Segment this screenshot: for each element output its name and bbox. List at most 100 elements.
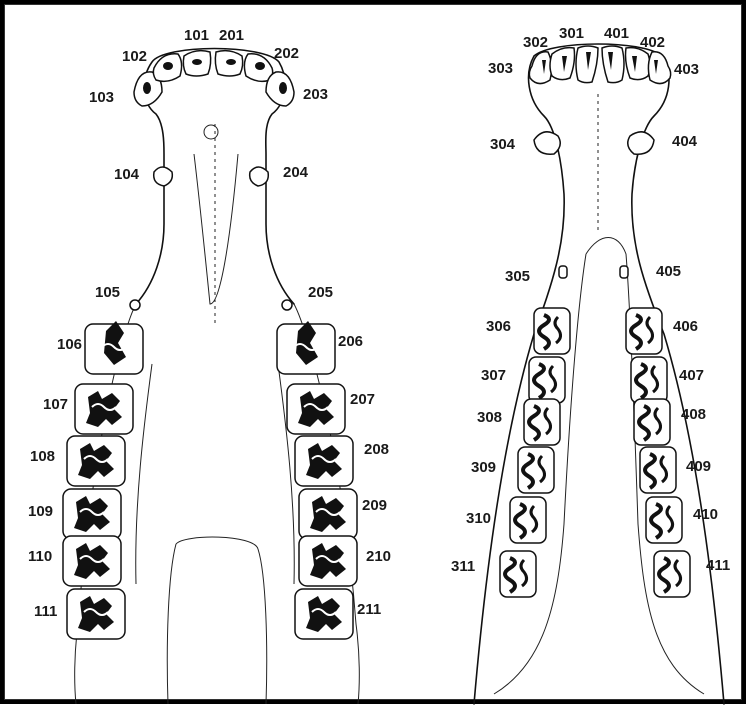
tooth-cheek xyxy=(640,447,676,493)
label-101: 101 xyxy=(184,27,209,44)
tooth-cheek xyxy=(534,308,570,354)
tooth-cheek xyxy=(67,589,125,639)
tooth-incisor xyxy=(550,48,575,80)
upper-incisors xyxy=(134,51,294,106)
label-208: 208 xyxy=(364,441,389,458)
tooth-wolf xyxy=(620,266,628,278)
label-104: 104 xyxy=(114,166,140,183)
label-204: 204 xyxy=(283,164,309,181)
tooth-cheek xyxy=(529,357,565,403)
upper-jaw xyxy=(63,49,359,705)
tooth-cheek xyxy=(63,489,121,539)
label-304: 304 xyxy=(490,136,516,153)
label-311: 311 xyxy=(451,558,475,575)
label-106: 106 xyxy=(57,336,82,353)
label-108: 108 xyxy=(30,448,55,465)
tooth-wolf xyxy=(130,300,140,310)
label-107: 107 xyxy=(43,396,68,413)
lower-incisors xyxy=(529,46,670,84)
tooth-cheek xyxy=(518,447,554,493)
tooth-infundibulum xyxy=(279,82,287,94)
tooth-cheek xyxy=(295,589,353,639)
label-209: 209 xyxy=(362,497,387,514)
label-205: 205 xyxy=(308,284,333,301)
label-110: 110 xyxy=(28,548,52,565)
tooth-incisor xyxy=(648,52,670,84)
tooth-canine xyxy=(628,132,654,154)
tooth-infundibulum xyxy=(226,59,236,65)
tooth-cheek xyxy=(500,551,536,597)
label-406: 406 xyxy=(673,318,698,335)
tooth-infundibulum xyxy=(143,82,151,94)
label-303: 303 xyxy=(488,60,513,77)
label-306: 306 xyxy=(486,318,511,335)
nasal-opening xyxy=(167,537,266,704)
tooth-cheek xyxy=(75,384,133,434)
label-111: 111 xyxy=(34,603,57,620)
label-407: 407 xyxy=(679,367,704,384)
label-409: 409 xyxy=(686,458,711,475)
tooth-cheek xyxy=(85,321,143,374)
incisive-bone xyxy=(194,154,238,304)
label-401: 401 xyxy=(604,25,629,42)
label-307: 307 xyxy=(481,367,506,384)
tooth-canine xyxy=(250,167,269,186)
label-404: 404 xyxy=(672,133,698,150)
tooth-cheek xyxy=(287,384,345,434)
label-410: 410 xyxy=(693,506,718,523)
label-302: 302 xyxy=(523,34,548,51)
tooth-incisor xyxy=(576,46,598,83)
label-211: 211 xyxy=(357,601,381,618)
tooth-cheek xyxy=(510,497,546,543)
lower-left-cheek-arcade xyxy=(500,308,570,597)
tooth-cheek xyxy=(299,536,357,586)
label-403: 403 xyxy=(674,61,699,78)
label-309: 309 xyxy=(471,459,496,476)
label-109: 109 xyxy=(28,503,53,520)
tooth-cheek xyxy=(626,308,662,354)
tooth-labels: 101 102 103 201 202 203 104 204 105 205 … xyxy=(28,25,730,620)
tooth-cheek xyxy=(63,536,121,586)
label-210: 210 xyxy=(366,548,391,565)
label-408: 408 xyxy=(681,406,706,423)
tooth-canine xyxy=(154,167,173,186)
tooth-infundibulum xyxy=(255,62,265,70)
tooth-incisor xyxy=(626,48,651,80)
tooth-incisor xyxy=(529,52,551,84)
label-305: 305 xyxy=(505,268,530,285)
tooth-cheek xyxy=(634,399,670,445)
label-207: 207 xyxy=(350,391,375,408)
label-202: 202 xyxy=(274,45,299,62)
label-402: 402 xyxy=(640,34,665,51)
tooth-infundibulum xyxy=(192,59,202,65)
label-310: 310 xyxy=(466,510,491,527)
label-102: 102 xyxy=(122,48,147,65)
tooth-canine xyxy=(534,132,560,154)
label-203: 203 xyxy=(303,86,328,103)
upper-left-cheek-arcade xyxy=(63,321,143,639)
tooth-infundibulum xyxy=(163,62,173,70)
tooth-cheek xyxy=(524,399,560,445)
tooth-cheek xyxy=(295,436,353,486)
tooth-cheek xyxy=(654,551,690,597)
incisive-foramen xyxy=(204,125,218,139)
tooth-wolf xyxy=(282,300,292,310)
label-405: 405 xyxy=(656,263,681,280)
tooth-cheek xyxy=(277,321,335,374)
tooth-cheek xyxy=(67,436,125,486)
upper-right-cheek-arcade xyxy=(277,321,357,639)
tooth-cheek xyxy=(646,497,682,543)
label-103: 103 xyxy=(89,89,114,106)
tooth-cheek xyxy=(631,357,667,403)
tooth-cheek xyxy=(299,489,357,539)
tooth-incisor xyxy=(602,46,624,83)
tooth-wolf xyxy=(559,266,567,278)
label-201: 201 xyxy=(219,27,244,44)
label-301: 301 xyxy=(559,25,584,42)
label-105: 105 xyxy=(95,284,120,301)
palate-inner-left xyxy=(136,364,152,584)
label-206: 206 xyxy=(338,333,363,350)
label-308: 308 xyxy=(477,409,502,426)
dental-chart-diagram: 101 102 103 201 202 203 104 204 105 205 … xyxy=(4,4,746,708)
